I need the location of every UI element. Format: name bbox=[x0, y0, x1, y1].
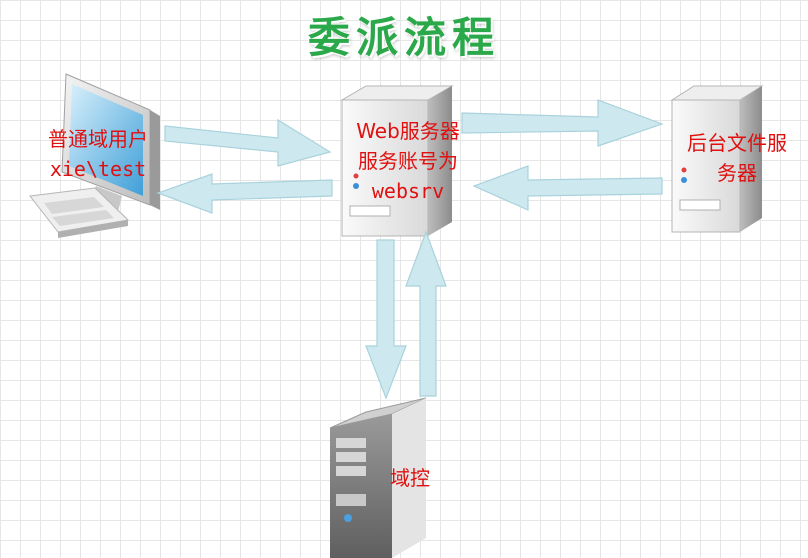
client-name: 普通域用户 bbox=[48, 127, 148, 151]
domain-controller-icon bbox=[329, 397, 427, 558]
file-server-icon bbox=[670, 85, 764, 233]
file-server-name-line1: 后台文件服 bbox=[687, 131, 787, 155]
web-server-account: websrv bbox=[371, 179, 445, 203]
web-server-account-caption: 服务账号为 bbox=[358, 149, 458, 173]
client-label: 普通域用户 xie\test bbox=[28, 124, 168, 184]
file-server-label: 后台文件服 务器 bbox=[666, 128, 808, 188]
client-account: xie\test bbox=[49, 157, 147, 181]
file-server-name-line2: 务器 bbox=[717, 161, 757, 185]
arrow-fileserver-to-web bbox=[472, 165, 663, 211]
diagram-title: 委派流程 bbox=[307, 13, 500, 62]
arrow-client-to-web bbox=[164, 118, 332, 167]
desktop-computer-icon bbox=[29, 73, 160, 238]
arrow-web-to-dc bbox=[365, 239, 407, 400]
web-server-label: Web服务器 服务账号为 websrv bbox=[338, 116, 478, 206]
web-server-name: Web服务器 bbox=[356, 119, 460, 143]
arrow-dc-to-web bbox=[405, 230, 447, 397]
arrow-web-to-client bbox=[156, 173, 333, 214]
arrow-web-to-fileserver bbox=[461, 99, 664, 147]
web-server-icon bbox=[340, 85, 454, 237]
domain-controller-label: 域控 bbox=[390, 466, 430, 490]
